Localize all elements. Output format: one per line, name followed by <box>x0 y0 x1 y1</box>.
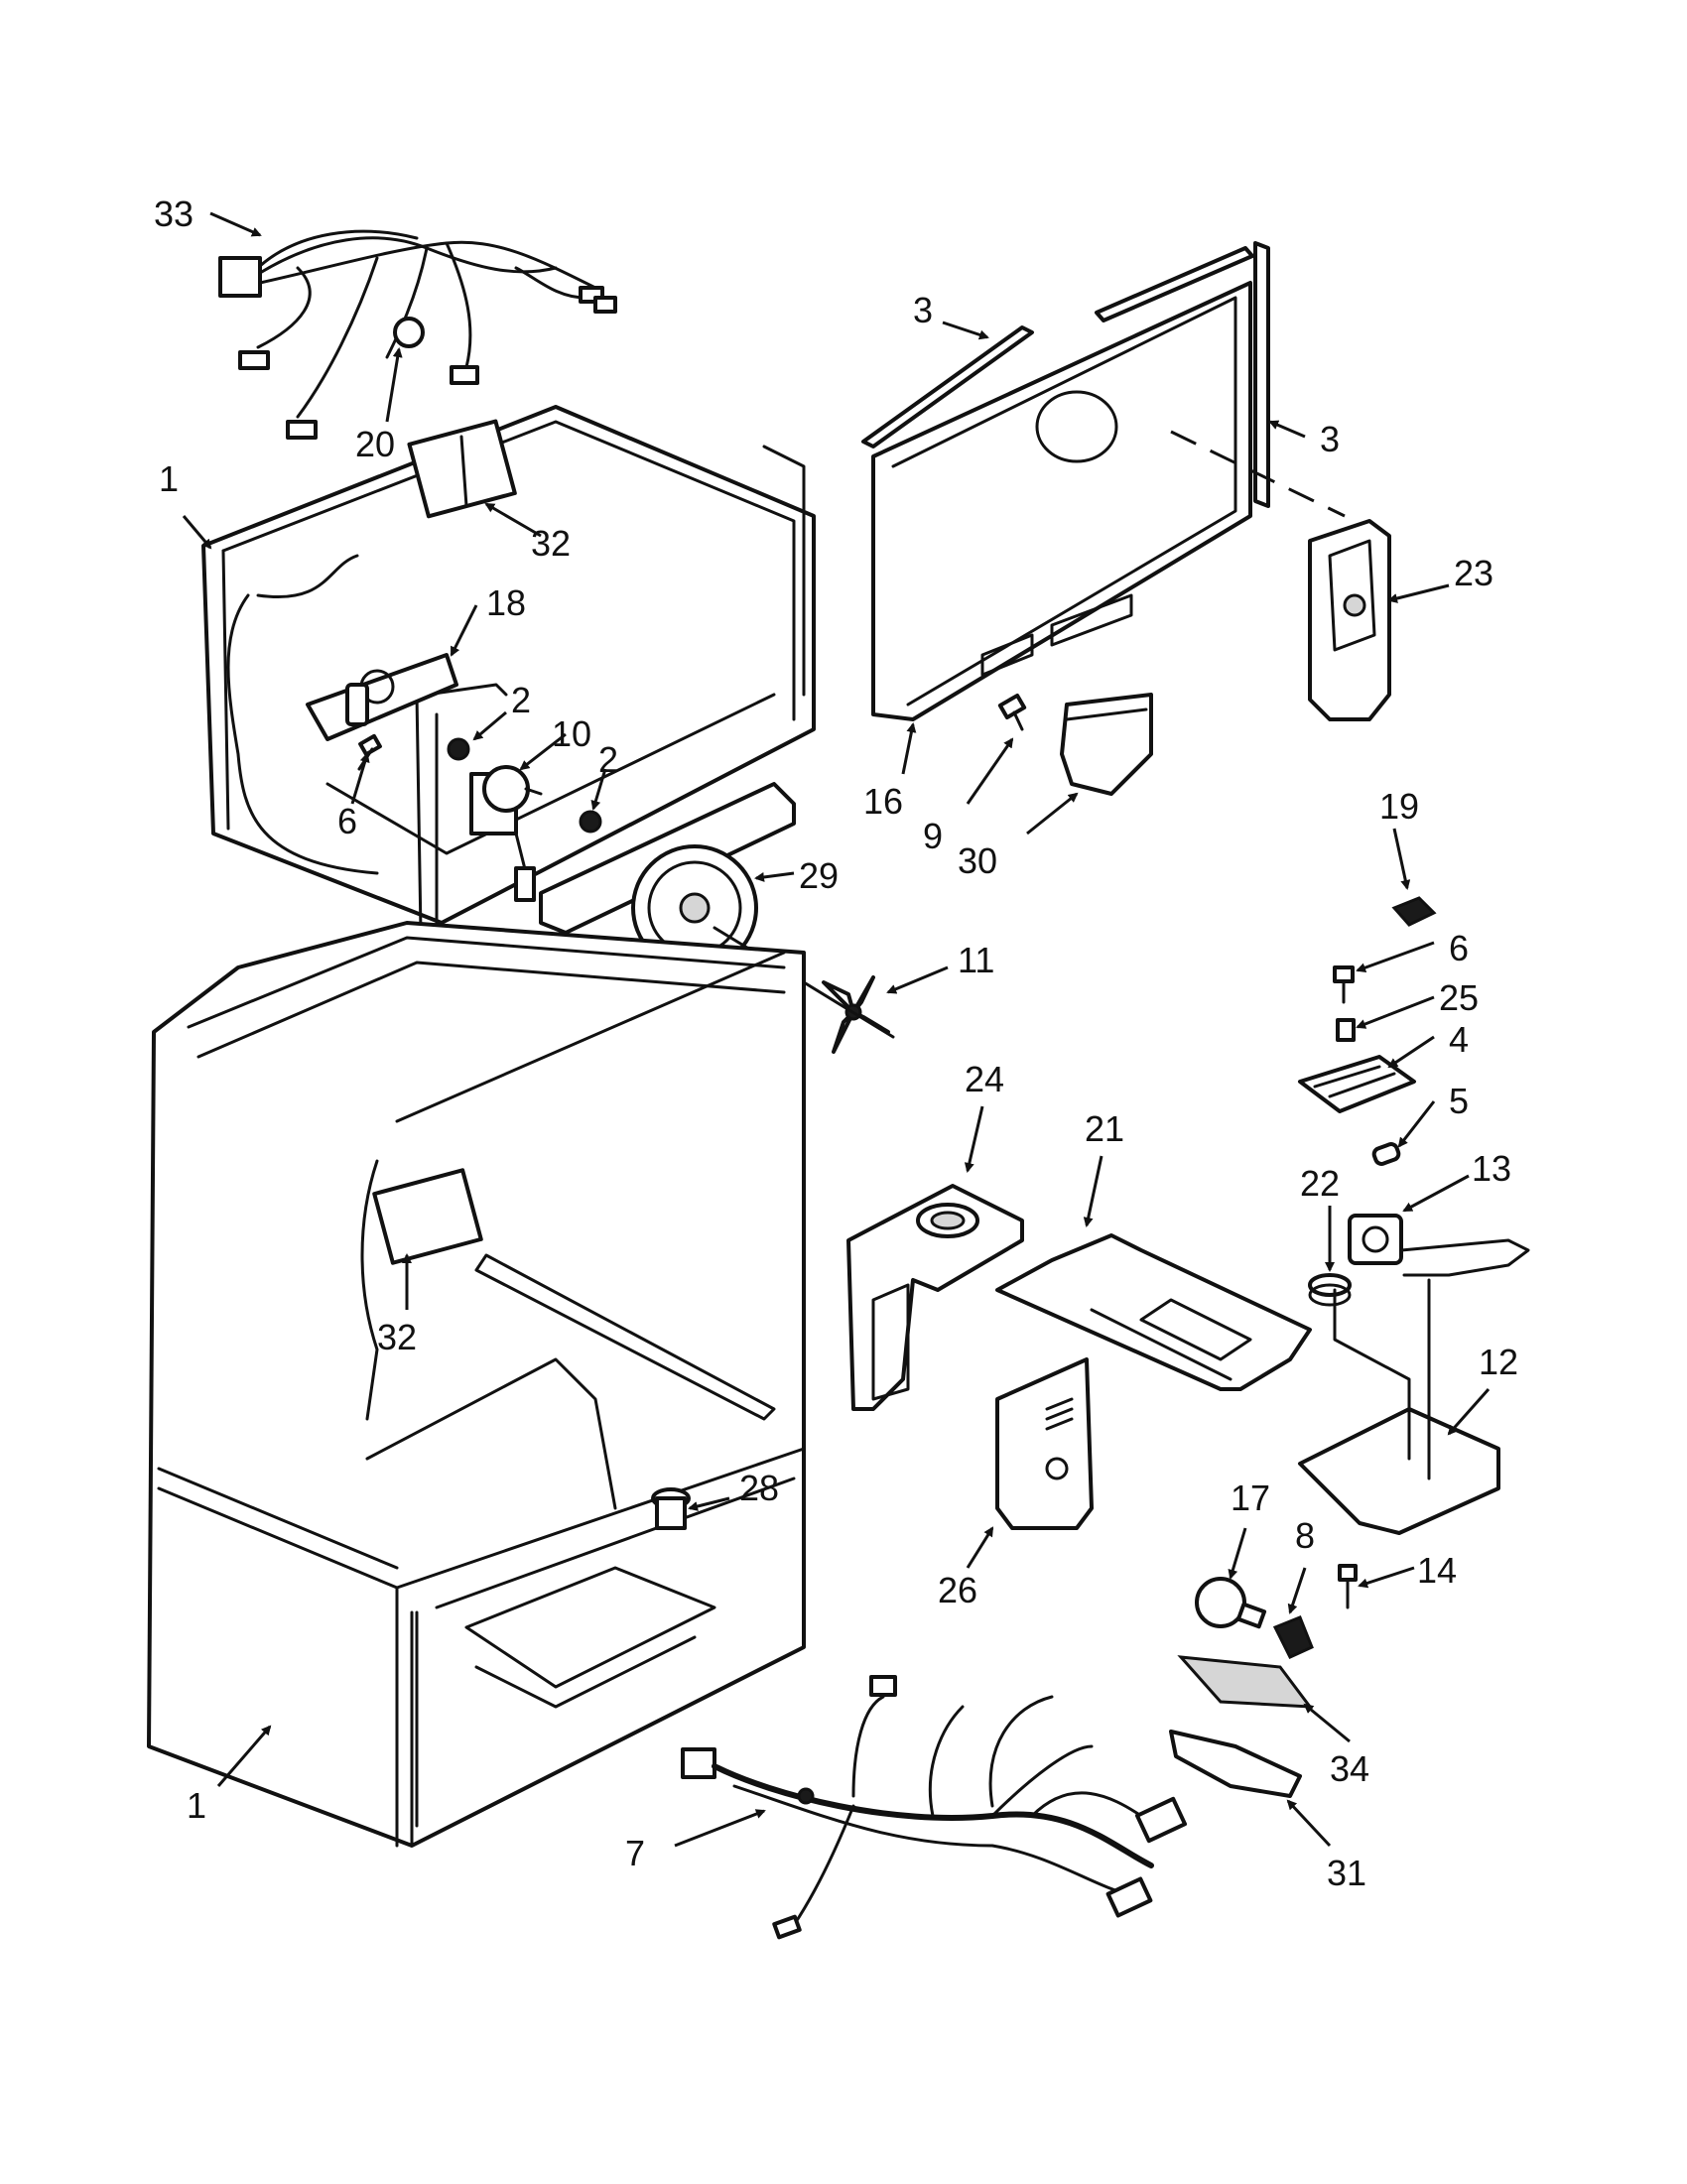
screw-9 <box>997 693 1027 731</box>
callout-6-right: 6 <box>1449 928 1469 968</box>
lens-cover-31 <box>1169 1730 1302 1798</box>
callout-5: 5 <box>1449 1081 1469 1121</box>
light-bulb-17 <box>1195 1577 1267 1629</box>
wire-harness-lower <box>681 1675 1188 1940</box>
fan-blade <box>713 926 895 1054</box>
callout-1-lower: 1 <box>187 1785 206 1826</box>
air-channel-21 <box>995 1233 1312 1391</box>
callout-18: 18 <box>486 582 526 623</box>
socket-8 <box>1272 1615 1314 1659</box>
callout-32-upper: 32 <box>531 523 571 564</box>
screw-14 <box>1338 1564 1358 1609</box>
callout-9: 9 <box>923 816 943 856</box>
callout-22: 22 <box>1300 1163 1340 1204</box>
callout-29: 29 <box>799 855 839 896</box>
duct-cover <box>1060 693 1153 796</box>
wire-harness-upper <box>218 229 617 440</box>
callout-19: 19 <box>1379 786 1419 827</box>
grommet-upper <box>447 737 470 761</box>
callout-2-upper: 2 <box>511 680 531 720</box>
thermostat-13 <box>1348 1214 1530 1277</box>
seal-left <box>861 325 1034 449</box>
grommet-lower <box>579 810 602 834</box>
callout-33: 33 <box>154 193 194 234</box>
callout-4: 4 <box>1449 1019 1469 1060</box>
light-lens-34 <box>1177 1655 1314 1709</box>
callout-labels: 33 20 1 32 18 2 10 2 6 29 11 3 3 23 16 9… <box>154 193 1518 1893</box>
callout-21: 21 <box>1085 1108 1124 1149</box>
callout-2-lower: 2 <box>598 739 618 780</box>
callout-10: 10 <box>552 713 591 754</box>
drain-plug <box>651 1487 691 1530</box>
fan-motor-bracket <box>306 653 458 741</box>
control-board-4 <box>1298 1055 1416 1113</box>
callout-3-right: 3 <box>1320 419 1340 459</box>
callout-28: 28 <box>739 1468 779 1508</box>
callout-25: 25 <box>1439 977 1479 1018</box>
callout-17: 17 <box>1231 1477 1270 1518</box>
callout-16: 16 <box>863 781 903 822</box>
knob-19 <box>1391 896 1437 927</box>
evaporator-fan-motor <box>469 765 543 902</box>
fan-shroud <box>539 782 796 971</box>
callout-24: 24 <box>965 1059 1004 1099</box>
assembly-dash-line <box>1170 430 1346 518</box>
leader-lines <box>182 211 1491 1848</box>
callout-30: 30 <box>958 840 997 881</box>
callout-14: 14 <box>1417 1550 1457 1591</box>
seal-top <box>1095 246 1254 322</box>
callout-8: 8 <box>1295 1515 1315 1556</box>
light-cover-lower <box>372 1168 483 1265</box>
callout-12: 12 <box>1479 1342 1518 1382</box>
divider-panel <box>871 281 1252 721</box>
callout-32-lower: 32 <box>377 1317 417 1357</box>
air-duct <box>1308 519 1391 721</box>
callout-20: 20 <box>355 424 395 464</box>
callout-34: 34 <box>1330 1748 1369 1789</box>
seal-right <box>1253 241 1270 508</box>
callout-26: 26 <box>938 1570 977 1610</box>
callout-11: 11 <box>958 940 994 980</box>
callout-23: 23 <box>1454 553 1493 593</box>
callout-3-left: 3 <box>913 290 933 330</box>
callout-31: 31 <box>1327 1853 1366 1893</box>
callout-13: 13 <box>1472 1148 1511 1189</box>
callout-6-left: 6 <box>337 801 357 841</box>
control-housing-24 <box>846 1184 1024 1411</box>
cover-26 <box>995 1357 1094 1530</box>
bulb-socket-5 <box>1371 1142 1401 1166</box>
callout-1-upper: 1 <box>159 458 179 499</box>
spacer-25 <box>1336 1018 1356 1042</box>
fresh-food-liner <box>147 921 806 1848</box>
callout-7: 7 <box>625 1833 645 1873</box>
screw-right <box>1333 965 1355 1004</box>
ring-22 <box>1308 1273 1352 1307</box>
light-housing-12 <box>1298 1278 1500 1535</box>
